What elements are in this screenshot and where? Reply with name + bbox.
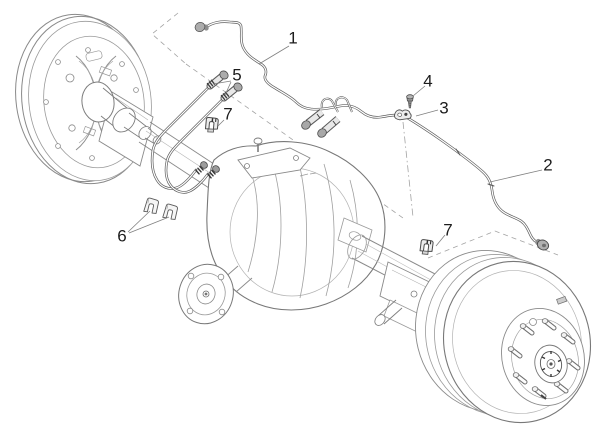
callout-5: 5 bbox=[232, 65, 242, 85]
right-brake-drum bbox=[415, 249, 592, 424]
differential-housing bbox=[206, 137, 386, 311]
callout-4: 4 bbox=[423, 71, 433, 91]
brake-pipe-1 bbox=[194, 20, 403, 119]
pipe-1-end-fitting bbox=[194, 22, 209, 32]
left-brake-drum bbox=[15, 13, 162, 185]
mounting-screw-4 bbox=[406, 94, 414, 109]
callout-6: 6 bbox=[117, 226, 127, 246]
brake-pipe-2 bbox=[404, 115, 550, 251]
pipe-2-end-fitting bbox=[535, 238, 550, 251]
callout-3: 3 bbox=[439, 98, 449, 118]
pinion-flange bbox=[178, 263, 253, 325]
pipe-clip-7a bbox=[203, 115, 220, 135]
construction-lines bbox=[151, 12, 559, 259]
callout-1: 1 bbox=[288, 28, 298, 48]
pipe-clip-7b bbox=[417, 237, 435, 257]
leader-lines bbox=[127, 45, 543, 247]
wheel-studs bbox=[507, 318, 581, 399]
junction-fittings bbox=[301, 96, 353, 138]
callout-7b: 7 bbox=[443, 220, 453, 240]
retaining-clips-6 bbox=[143, 197, 180, 222]
callout-7a: 7 bbox=[223, 104, 233, 124]
callout-2: 2 bbox=[543, 155, 553, 175]
pipe-clamp-3 bbox=[394, 109, 412, 121]
